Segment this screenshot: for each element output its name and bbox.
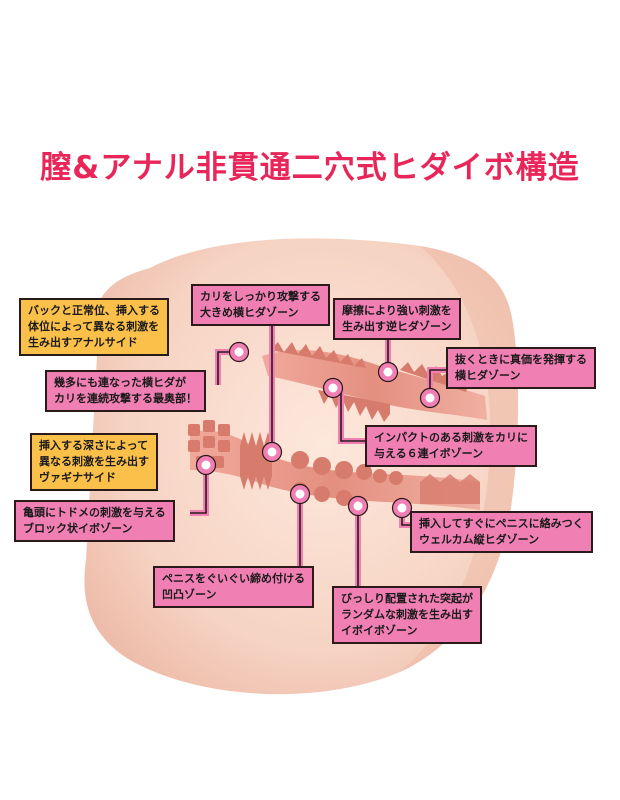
callout-text: 凹凸ゾーン bbox=[162, 587, 217, 601]
callout-text: 摩擦により強い刺激を bbox=[342, 304, 452, 317]
callout-bumps: ペニスをぐいぐい締め付ける 凹凸ゾーン bbox=[153, 566, 314, 608]
callout-text: ブロック状イボゾーン bbox=[23, 521, 133, 535]
callout-text: 生み出すアナルサイド bbox=[28, 335, 138, 349]
callout-impact: インパクトのある刺激をカリに 与える６連イボゾーン bbox=[365, 425, 537, 467]
callout-random: びっしり配置された突起が ランダムな刺激を生み出す イボイボゾーン bbox=[332, 586, 482, 644]
callout-text: 挿入する深さによって bbox=[39, 439, 149, 452]
callout-text: びっしり配置された突起が bbox=[341, 592, 473, 605]
callout-text: バックと正常位、挿入する bbox=[28, 304, 160, 317]
callout-text: ペニスをぐいぐい締め付ける bbox=[162, 572, 305, 585]
callout-text: ウェルカム縦ヒダゾーン bbox=[419, 532, 540, 546]
callout-pullout: 抜くときに真価を発揮する 横ヒダゾーン bbox=[446, 347, 596, 389]
callout-text: インパクトのある刺激をカリに bbox=[374, 431, 528, 444]
callout-text: 与える６連イボゾーン bbox=[374, 446, 484, 460]
callout-text: 異なる刺激を生み出す bbox=[39, 454, 149, 468]
callout-text: イボイボゾーン bbox=[341, 623, 418, 637]
target-circles bbox=[196, 342, 440, 518]
callout-vagina-side: 挿入する深さによって 異なる刺激を生み出す ヴァギナサイド bbox=[30, 433, 158, 491]
callout-text: 生み出す逆ヒダゾーン bbox=[342, 319, 452, 333]
callout-text: 挿入してすぐにペニスに絡みつく bbox=[419, 517, 584, 530]
callout-text: 幾多にも連なった横ヒダが bbox=[54, 376, 186, 389]
callout-text: 横ヒダゾーン bbox=[455, 368, 521, 382]
page-title: 膣&アナル非貫通二穴式ヒダイボ構造 bbox=[40, 150, 580, 186]
callout-anal-side: バックと正常位、挿入する 体位によって異なる刺激を 生み出すアナルサイド bbox=[19, 298, 169, 356]
callout-friction: 摩擦により強い刺激を 生み出す逆ヒダゾーン bbox=[333, 298, 461, 340]
vaginal-ridges bbox=[188, 420, 480, 506]
callout-block: 亀頭にトドメの刺激を与える ブロック状イボゾーン bbox=[14, 500, 175, 542]
callout-text: 体位によって異なる刺激を bbox=[28, 319, 160, 333]
vaginal-canal bbox=[190, 430, 480, 510]
callout-text: ヴァギナサイド bbox=[39, 470, 116, 484]
callout-welcome: 挿入してすぐにペニスに絡みつく ウェルカム縦ヒダゾーン bbox=[410, 511, 593, 553]
callout-text: ランダムな刺激を生み出す bbox=[341, 607, 473, 621]
callout-kari-attack: カリをしっかり攻撃する 大きめ横ヒダゾーン bbox=[191, 284, 330, 326]
callout-text: カリを連続攻撃する最奥部！ bbox=[54, 391, 197, 405]
callout-text: 抜くときに真価を発揮する bbox=[455, 353, 587, 366]
callout-deepest: 幾多にも連なった横ヒダが カリを連続攻撃する最奥部！ bbox=[45, 370, 206, 412]
callout-text: カリをしっかり攻撃する bbox=[200, 290, 321, 303]
callout-text: 大きめ横ヒダゾーン bbox=[200, 305, 299, 319]
target-circles-outline bbox=[195, 341, 441, 519]
callout-text: 亀頭にトドメの刺激を与える bbox=[23, 506, 166, 519]
